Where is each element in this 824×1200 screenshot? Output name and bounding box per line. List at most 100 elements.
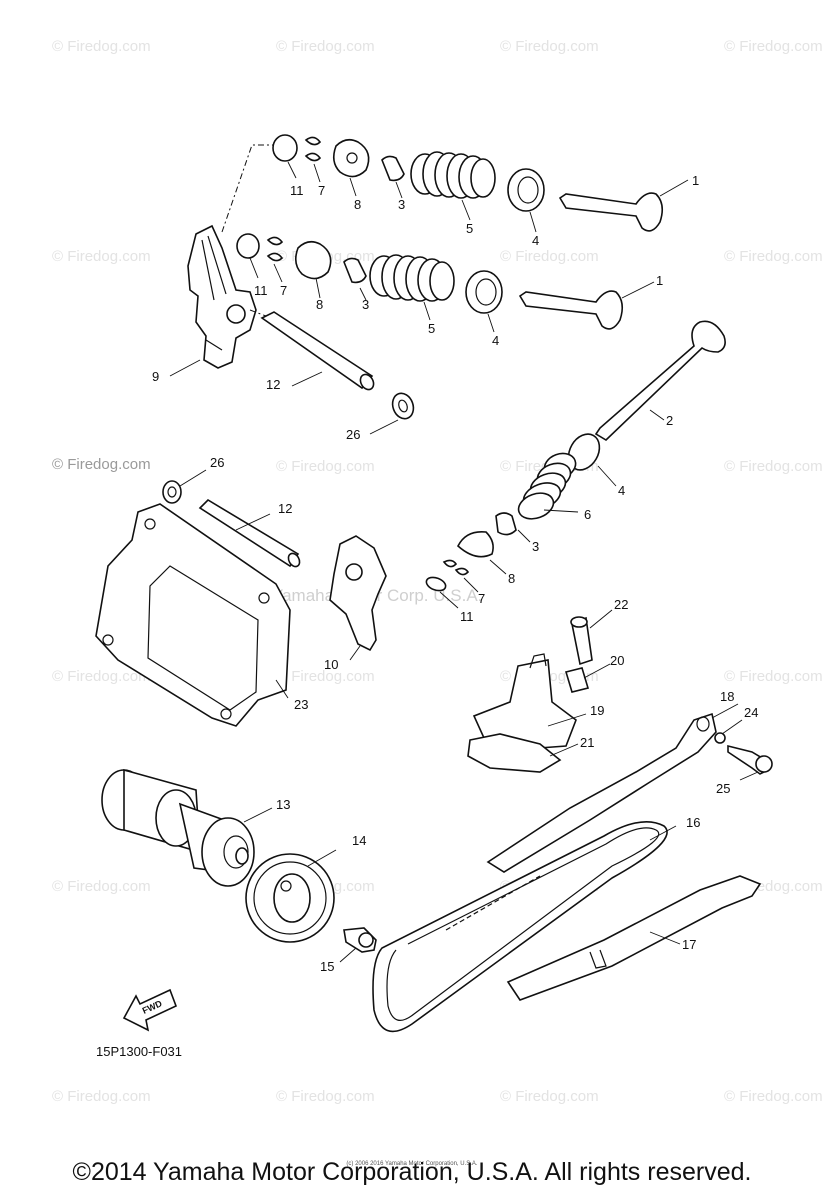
watermark-text: © Firedog.com: [724, 248, 823, 265]
valve-2: [594, 320, 726, 442]
cap-11-low: [425, 576, 447, 592]
watermark-text: © Firedog.com: [52, 1088, 151, 1105]
washer-26-upper: [391, 392, 415, 420]
watermark-text: © Firedog.com: [724, 668, 823, 685]
cotter-7-low: [442, 559, 470, 576]
part-callout-13: 13: [276, 797, 291, 812]
part-callout-11: 11: [290, 183, 304, 198]
part-callout-8: 8: [354, 197, 362, 212]
chain-guide-17: [506, 875, 762, 1001]
part-callout-7: 7: [280, 283, 288, 298]
part-callout-18: 18: [720, 689, 735, 704]
seal-3-top: [381, 155, 405, 182]
diagram-code: 15P1300-F031: [96, 1044, 183, 1059]
watermark-text: © Firedog.com: [276, 38, 375, 55]
part-callout-11: 11: [460, 609, 474, 624]
part-callout-4: 4: [492, 333, 500, 348]
part-callout-26: 26: [346, 427, 361, 442]
sprocket-14: [245, 853, 335, 943]
cam-chain-16: [372, 820, 668, 1033]
part-callout-3: 3: [532, 539, 540, 554]
gasket-23: [95, 503, 291, 727]
part-callout-3: 3: [362, 297, 370, 312]
part-callout-24: 24: [744, 705, 759, 720]
cam-chain-links: [445, 875, 541, 931]
part-callout-15: 15: [320, 959, 335, 974]
part-callout-20: 20: [610, 653, 625, 668]
part-callout-6: 6: [584, 507, 592, 522]
part-callout-11: 11: [254, 283, 268, 298]
cotter-7-top: [304, 136, 322, 162]
part-callout-12: 12: [278, 501, 293, 516]
part-callout-25: 25: [716, 781, 731, 796]
part-callout-22: 22: [614, 597, 629, 612]
watermark-text: © Firedog.com: [52, 456, 151, 473]
part-callout-5: 5: [466, 221, 474, 236]
footer-copyright: ©2014 Yamaha Motor Corporation, U.S.A. A…: [72, 1158, 752, 1186]
watermark-text: © Firedog.com: [724, 1088, 823, 1105]
part-callout-12: 12: [266, 377, 281, 392]
watermark-text: © Firedog.com: [276, 458, 375, 475]
valve-1-mid: [518, 290, 624, 330]
part-callout-19: 19: [590, 703, 605, 718]
retainer-8-mid: [294, 240, 332, 280]
part-callout-16: 16: [686, 815, 701, 830]
watermark-text: © Firedog.com: [724, 458, 823, 475]
part-callout-1: 1: [656, 273, 664, 288]
rocker-arm-9-bore: [226, 304, 246, 324]
watermark-text: © Firedog.com: [724, 38, 823, 55]
cap-11-mid: [236, 233, 260, 259]
watermark-text: © Firedog.com: [52, 668, 151, 685]
part-callout-4: 4: [532, 233, 540, 248]
watermark-text: © Firedog.com: [500, 248, 599, 265]
watermark-text: © Firedog.com: [52, 248, 151, 265]
o-ring-24: [714, 732, 726, 744]
seal-3-low: [495, 512, 517, 536]
fwd-arrow-icon: [122, 988, 178, 1032]
part-callout-7: 7: [318, 183, 326, 198]
chain-guide-18: [486, 712, 717, 873]
part-callout-7: 7: [478, 591, 486, 606]
assembly-guide-line: [221, 144, 276, 233]
camshaft-13: [101, 768, 255, 887]
part-callout-8: 8: [508, 571, 516, 586]
part-callout-4: 4: [618, 483, 626, 498]
part-callout-3: 3: [398, 197, 406, 212]
part-callout-8: 8: [316, 297, 324, 312]
seal-3-mid: [343, 257, 367, 284]
part-callout-23: 23: [294, 697, 309, 712]
part-callout-2: 2: [666, 413, 674, 428]
cap-11-top: [272, 134, 298, 162]
watermark-text: © Firedog.com: [500, 1088, 599, 1105]
spring-6: [517, 452, 577, 520]
watermark-text: © Firedog.com: [52, 38, 151, 55]
part-callout-5: 5: [428, 321, 436, 336]
watermark-text: © Firedog.com: [500, 38, 599, 55]
rocker-shaft-12-lower: [198, 498, 300, 568]
rocker-arm-9: [187, 224, 257, 369]
watermark-text: © Firedog.com: [276, 1088, 375, 1105]
retainer-8-low: [457, 530, 494, 558]
watermark-text: © Firedog.com: [52, 878, 151, 895]
part-callout-26: 26: [210, 455, 225, 470]
gasket-21: [467, 733, 562, 773]
part-callout-17: 17: [682, 937, 697, 952]
retainer-8-top: [332, 138, 370, 178]
cotter-7-mid: [266, 236, 284, 262]
part-callout-1: 1: [692, 173, 700, 188]
valve-1-top: [558, 192, 664, 232]
spring-5-top: [410, 151, 496, 199]
spring-5-mid: [369, 254, 455, 302]
washer-26-lower: [162, 480, 182, 504]
part-callout-14: 14: [352, 833, 367, 848]
footer-small-print: (c) 2006 2016 Yamaha Motor Corporation, …: [346, 1161, 478, 1167]
part-callout-10: 10: [324, 657, 339, 672]
seat-4-mid: [465, 270, 503, 314]
leader-lines: [169, 161, 759, 963]
watermark-text: © Firedog.com: [276, 668, 375, 685]
seat-4-top: [507, 168, 545, 212]
part-callout-21: 21: [580, 735, 595, 750]
part-callout-9: 9: [152, 369, 160, 384]
rocker-shaft-12-upper: [260, 311, 374, 390]
